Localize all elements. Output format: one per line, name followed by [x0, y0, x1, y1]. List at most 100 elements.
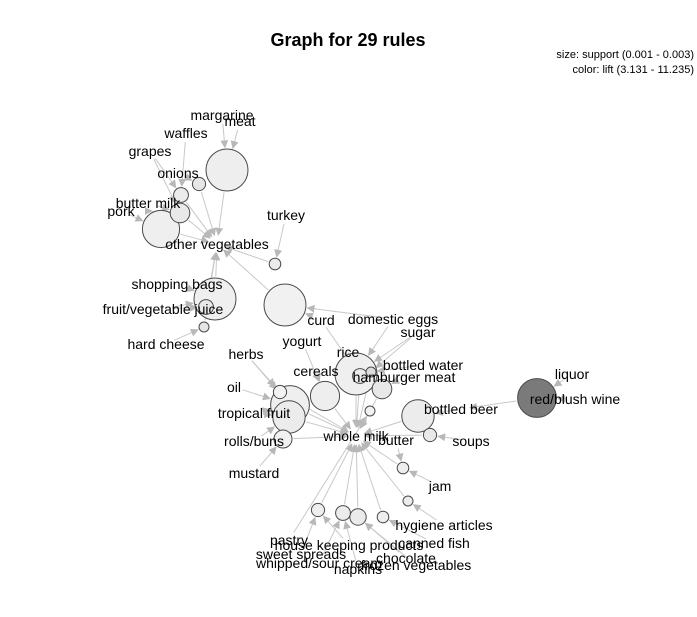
item-label: yogurt: [283, 333, 322, 349]
edge: [180, 233, 210, 244]
edge: [224, 245, 269, 263]
item-label: napkins: [334, 561, 382, 577]
item-label: bottled beer: [424, 401, 498, 417]
edge: [322, 520, 340, 556]
rule-node[interactable]: [198, 299, 214, 315]
edge: [262, 410, 273, 419]
rule-node[interactable]: [169, 202, 191, 224]
edge: [357, 443, 382, 511]
item-label: sugar: [400, 324, 435, 340]
edge: [364, 522, 410, 560]
rule-node[interactable]: [309, 380, 341, 412]
edge: [251, 360, 276, 387]
item-label: meat: [224, 113, 255, 129]
edge: [437, 433, 463, 442]
item-label: pork: [107, 203, 135, 219]
edge: [412, 504, 437, 521]
item-label: bottled water: [383, 357, 463, 373]
edge: [343, 520, 357, 561]
item-label: butter milk: [116, 195, 182, 211]
edge: [153, 158, 176, 204]
item-label: turkey: [267, 207, 305, 223]
rule-node[interactable]: [517, 378, 557, 418]
item-label: hamburger meat: [353, 369, 456, 385]
edge: [154, 158, 177, 189]
rule-node[interactable]: [205, 148, 249, 192]
edge: [373, 336, 411, 362]
item-label: oil: [227, 379, 241, 395]
edge: [185, 201, 213, 238]
edge: [188, 219, 211, 239]
rule-node[interactable]: [365, 366, 377, 378]
edge: [223, 249, 269, 291]
edge: [375, 337, 412, 369]
rule-node[interactable]: [310, 502, 326, 518]
edge: [344, 444, 358, 505]
rule-node[interactable]: [272, 384, 288, 400]
item-label: herbs: [228, 346, 263, 362]
edge: [359, 416, 368, 429]
rule-node[interactable]: [396, 461, 410, 475]
edge: [553, 378, 565, 387]
edge: [391, 376, 401, 385]
edge: [434, 408, 453, 416]
rule-node[interactable]: [191, 176, 207, 192]
rule-node[interactable]: [422, 427, 438, 443]
item-label: whole milk: [322, 428, 389, 444]
item-label: jam: [428, 478, 452, 494]
rule-node[interactable]: [335, 505, 351, 521]
edge: [178, 141, 187, 187]
item-label: waffles: [163, 125, 207, 141]
edge: [368, 326, 389, 356]
edge-layer: [128, 123, 567, 561]
item-label: mustard: [229, 465, 280, 481]
edge: [352, 444, 361, 508]
edge: [334, 408, 351, 430]
edge: [395, 448, 404, 462]
item-label: tropical fruit: [218, 405, 290, 421]
rule-node[interactable]: [268, 257, 282, 271]
edge: [212, 252, 221, 277]
item-label: house keeping products: [275, 537, 424, 553]
edge: [306, 304, 385, 319]
item-label: curd: [307, 312, 334, 328]
edge: [183, 173, 193, 181]
edge: [259, 446, 277, 467]
legend-color: color: lift (3.131 - 11.235): [573, 64, 694, 76]
edge: [293, 415, 367, 533]
rule-node[interactable]: [273, 429, 293, 449]
rule-node[interactable]: [371, 378, 393, 400]
rule-node[interactable]: [364, 405, 376, 417]
rule-node[interactable]: [198, 321, 210, 333]
item-label: grapes: [129, 143, 172, 159]
edge: [293, 432, 348, 441]
item-label: fruit/vegetable juice: [103, 301, 224, 317]
rule-node[interactable]: [376, 510, 390, 524]
rule-node[interactable]: [141, 209, 181, 249]
edge: [361, 442, 405, 497]
edge: [185, 284, 195, 292]
edge: [261, 426, 276, 437]
item-label: shopping bags: [131, 276, 222, 292]
edge: [408, 470, 433, 483]
edge: [215, 192, 225, 236]
rule-node[interactable]: [263, 283, 307, 327]
edge: [156, 203, 170, 212]
edge: [305, 312, 314, 321]
item-label: frozen vegetables: [361, 557, 472, 573]
rule-node[interactable]: [173, 187, 189, 203]
edge: [321, 443, 353, 504]
rule-node[interactable]: [402, 495, 414, 507]
item-label: onions: [157, 165, 198, 181]
edge: [363, 420, 402, 435]
rule-node-layer: [141, 148, 557, 526]
edge: [376, 365, 415, 375]
edge: [364, 431, 422, 440]
item-label: rice: [337, 344, 360, 360]
rule-node[interactable]: [401, 399, 435, 433]
item-label: cereals: [293, 363, 338, 379]
rule-node[interactable]: [349, 508, 367, 526]
item-label: pastry: [270, 532, 308, 548]
edge: [388, 519, 427, 540]
